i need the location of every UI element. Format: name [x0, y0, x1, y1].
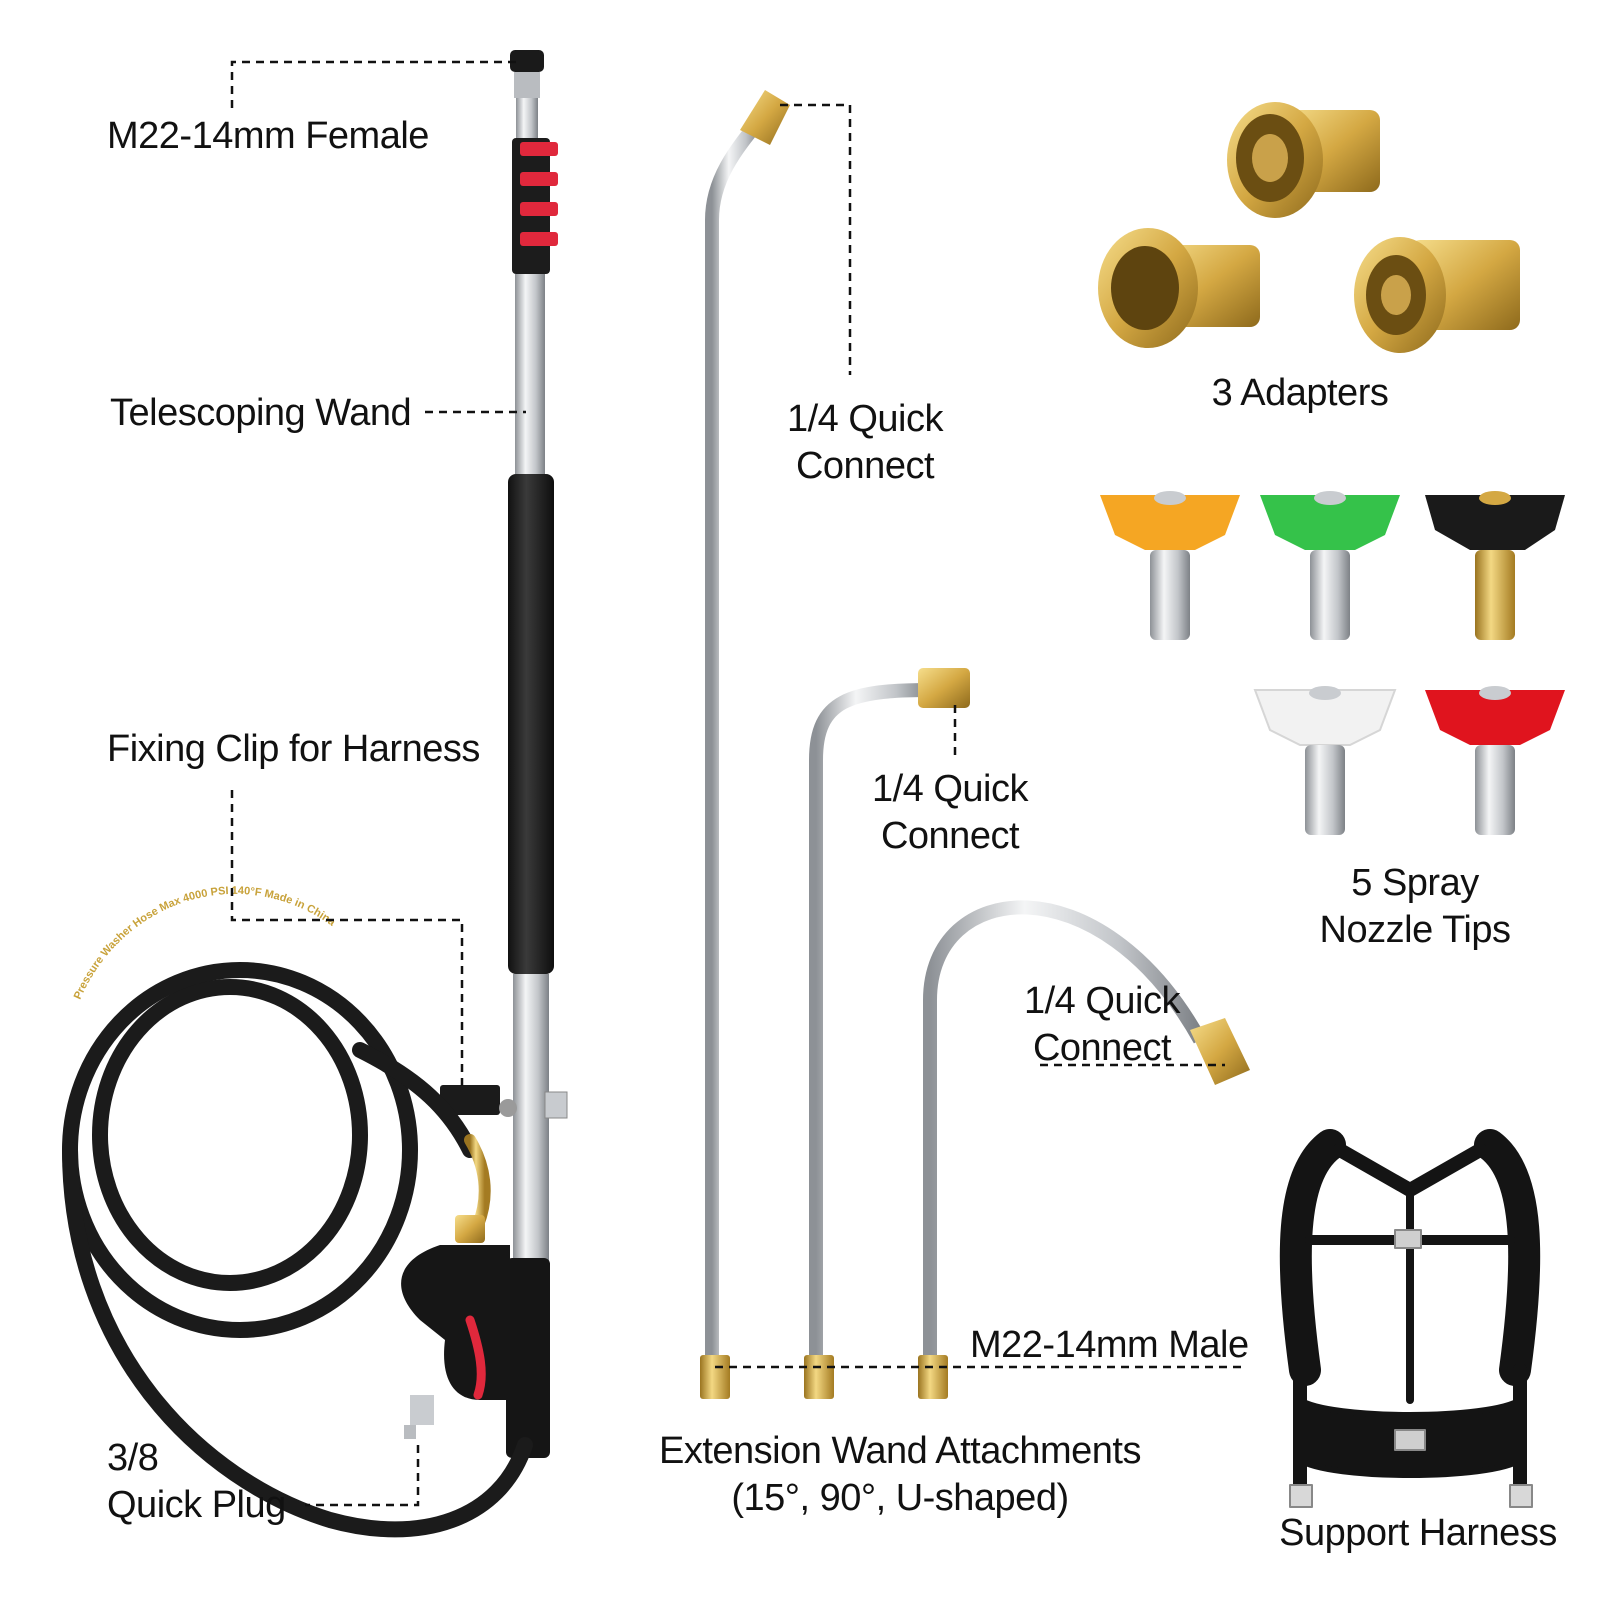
callout-leader-lines: [230, 60, 1245, 1507]
label-quick-connect-15: 1/4 Quick Connect: [786, 398, 944, 487]
extension-wand-15: [700, 90, 790, 1399]
nozzle-tip-green: [1260, 491, 1400, 640]
nozzle-tip-yellow: [1100, 491, 1240, 640]
label-telescoping-wand: Telescoping Wand: [110, 392, 412, 434]
nozzle-tips-group: [1100, 491, 1565, 835]
label-male-fitting: M22-14mm Male: [970, 1324, 1249, 1366]
label-adapters: 3 Adapters: [1211, 372, 1389, 414]
nozzle-tip-red: [1425, 686, 1565, 835]
nozzle-tip-black: [1425, 491, 1565, 640]
label-extension-attachments: Extension Wand Attachments (15°, 90°, U-…: [659, 1430, 1141, 1519]
telescoping-wand: [506, 50, 558, 1458]
hose-coil: [62, 962, 533, 1538]
harness-clip: [440, 1085, 568, 1119]
extension-wand-90: [804, 668, 970, 1399]
label-quick-connect-90: 1/4 Quick Connect: [871, 768, 1029, 857]
support-harness: [1279, 1129, 1541, 1508]
label-female-fitting: M22-14mm Female: [107, 115, 429, 157]
label-support-harness: Support Harness: [1279, 1512, 1557, 1554]
adapter-female-quick: [1354, 237, 1520, 353]
label-fixing-clip: Fixing Clip for Harness: [107, 728, 480, 770]
adapter-male-quick: [1227, 102, 1380, 218]
adapter-female-thread: [1098, 228, 1260, 348]
label-quick-plug: 3/8 Quick Plug: [107, 1437, 286, 1526]
label-quick-connect-u: 1/4 Quick Connect: [1023, 980, 1181, 1069]
adapters-group: [1098, 102, 1520, 353]
spray-gun: [401, 1134, 510, 1439]
wand-lock-clips: [520, 142, 558, 246]
nozzle-tip-white: [1253, 686, 1397, 835]
label-nozzle-tips: 5 Spray Nozzle Tips: [1319, 862, 1511, 951]
